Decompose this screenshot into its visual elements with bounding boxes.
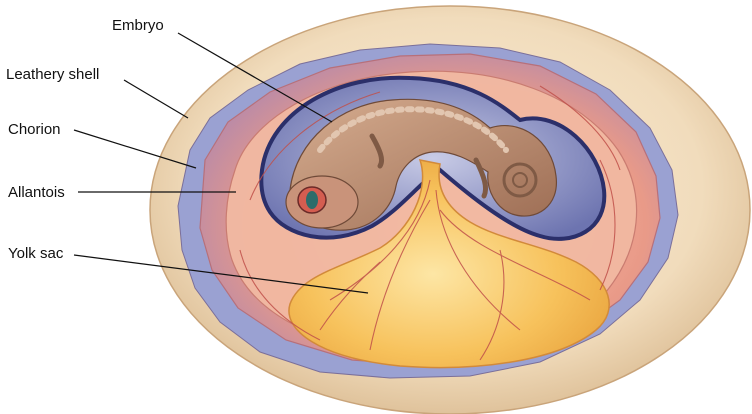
- label-chorion: Chorion: [8, 122, 61, 137]
- leader-shell: [124, 80, 188, 118]
- label-leathery-shell: Leathery shell: [6, 67, 99, 82]
- label-allantois: Allantois: [8, 185, 65, 200]
- label-yolk-sac: Yolk sac: [8, 246, 63, 261]
- label-embryo: Embryo: [112, 18, 164, 33]
